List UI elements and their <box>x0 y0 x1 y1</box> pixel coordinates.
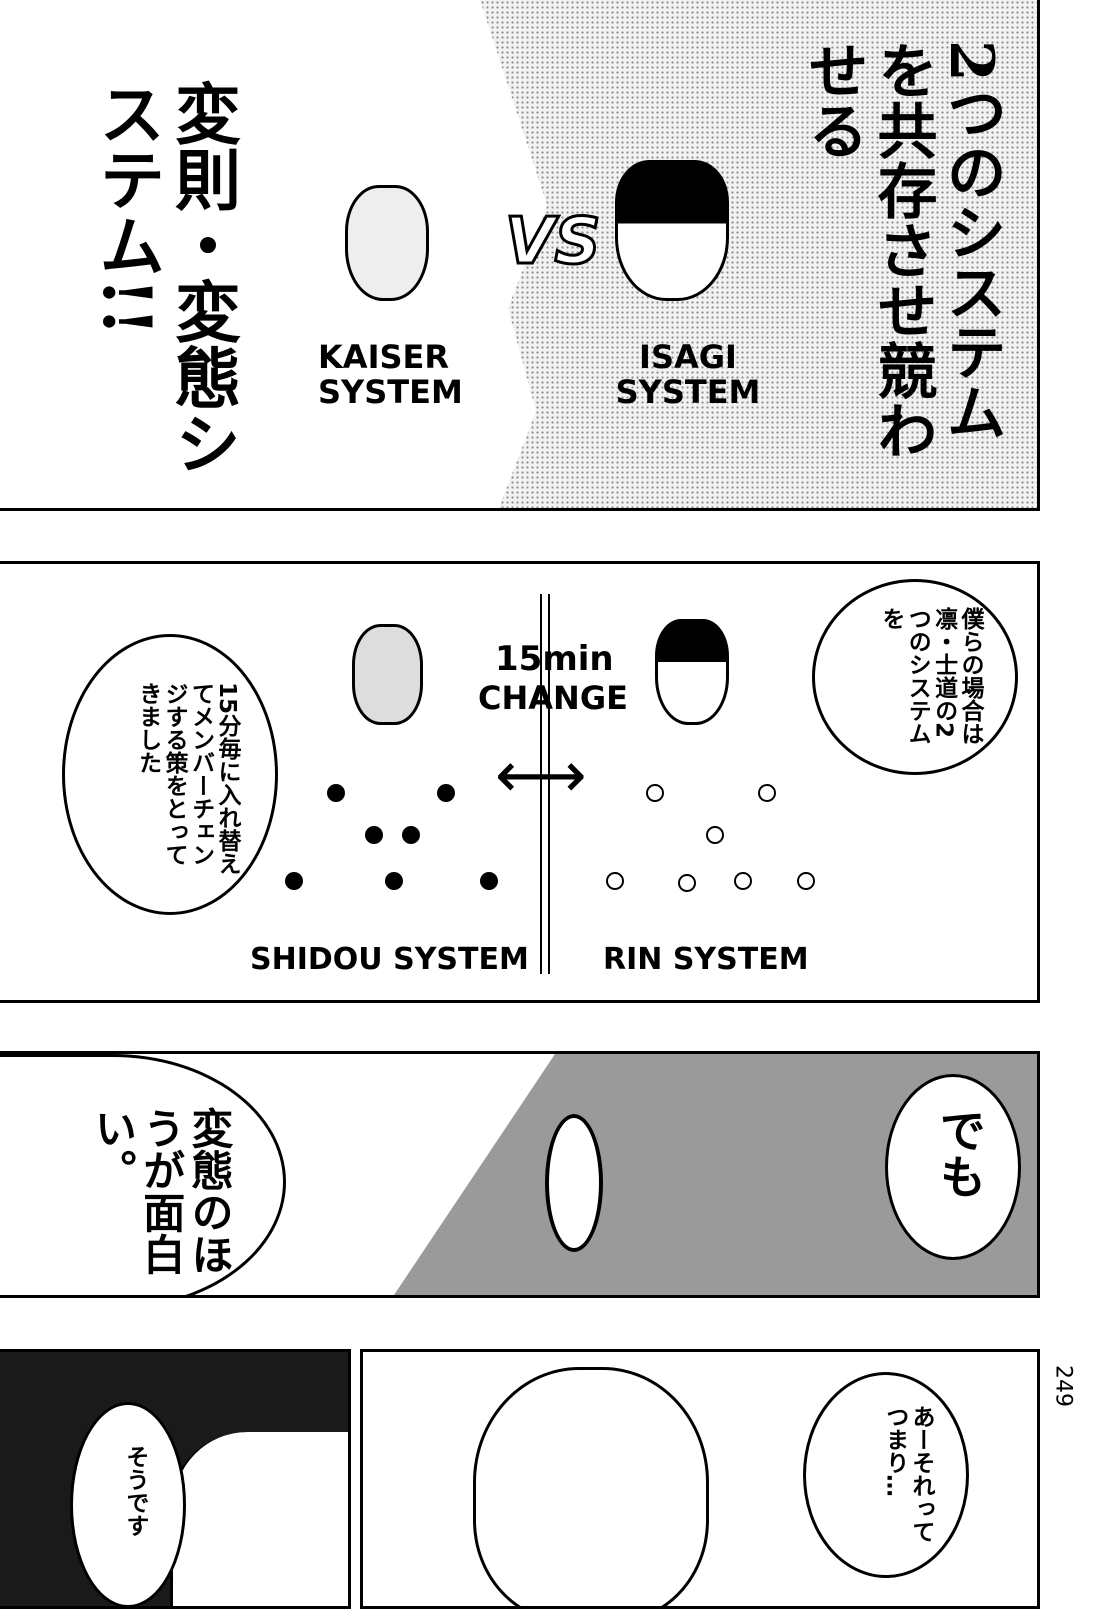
formation-dot <box>402 826 420 844</box>
swap-arrow-icon: ⟷ <box>495 739 587 813</box>
formation-ring <box>706 826 724 844</box>
screentone-background <box>480 0 1037 508</box>
panel-4-left: そうです <box>0 1349 351 1609</box>
formation-ring <box>758 784 776 802</box>
kaiser-system-label: KAISER SYSTEM <box>318 338 463 412</box>
speech-bubble: そうです <box>70 1402 186 1606</box>
formation-dot <box>285 872 303 890</box>
speech-bubble-right: でも <box>885 1074 1021 1260</box>
character-face <box>473 1367 709 1606</box>
right-title: 2つのシステムを共存させ競わせる <box>798 40 1006 460</box>
kaiser-face <box>345 185 429 301</box>
formation-ring <box>646 784 664 802</box>
panel-2: 15min CHANGE ⟷ SHIDOU SYSTEM RIN SYSTEM … <box>0 561 1040 1003</box>
shidou-system-label: SHIDOU SYSTEM <box>250 942 529 977</box>
character-torso <box>170 1432 348 1606</box>
speech-bubble-left: 変態のほうが面白い。 <box>0 1054 286 1295</box>
panel-1: 変則・変態システム!! KAISER SYSTEM VS ISAGI SYSTE… <box>0 0 1040 511</box>
formation-dot <box>480 872 498 890</box>
speech-bubble-left: 15分毎に入れ替えてメンバーチェンジする策をとってきました <box>62 634 278 915</box>
formation-dot <box>437 784 455 802</box>
divider-line <box>540 594 550 974</box>
isagi-face <box>615 160 729 301</box>
change-time: 15min <box>495 639 614 679</box>
rin-system-label: RIN SYSTEM <box>603 942 809 977</box>
change-label: CHANGE <box>478 679 628 717</box>
formation-ring <box>606 872 624 890</box>
rin-face <box>655 619 729 725</box>
panel-3: 変態のほうが面白い。 でも <box>0 1051 1040 1298</box>
formation-ring <box>797 872 815 890</box>
eye <box>545 1114 603 1252</box>
shidou-face <box>352 624 423 725</box>
left-title: 変則・変態システム!! <box>88 80 242 476</box>
formation-dot <box>385 872 403 890</box>
formation-ring <box>734 872 752 890</box>
formation-dot <box>327 784 345 802</box>
vs-label: VS <box>504 204 603 281</box>
page-number: 249 <box>1050 1365 1076 1407</box>
speech-bubble: あーそれってつまり… <box>803 1372 969 1578</box>
formation-ring <box>678 874 696 892</box>
formation-dot <box>365 826 383 844</box>
speech-bubble-right: 僕らの場合は凛・士道の2つのシステムを <box>812 579 1018 775</box>
isagi-system-label: ISAGI SYSTEM <box>615 338 761 412</box>
panel-4-right: あーそれってつまり… <box>360 1349 1040 1609</box>
